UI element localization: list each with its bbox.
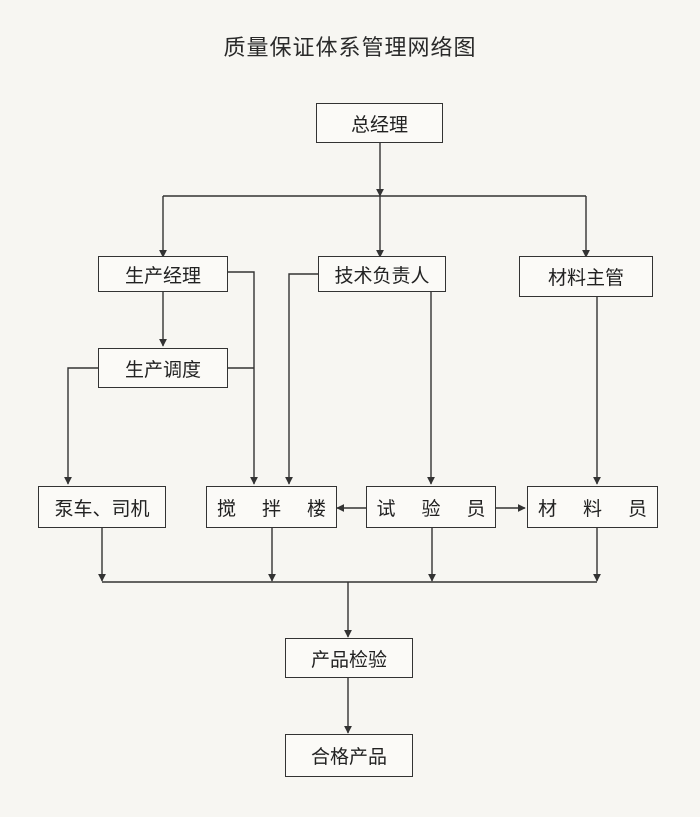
materials-clerk-box: 材 料 员 bbox=[527, 486, 658, 528]
technical-lead-box: 技术负责人 bbox=[318, 256, 446, 292]
technical-lead-to-mixing-plant-arrow bbox=[285, 273, 318, 485]
diagram-title: 质量保证体系管理网络图 bbox=[223, 36, 477, 61]
pump-driver-box: 泵车、司机 bbox=[38, 486, 166, 528]
materials-supervisor-box: 材料主管 bbox=[519, 256, 653, 297]
mixing-plant-box: 搅 拌 楼 bbox=[206, 486, 337, 528]
tester-box: 试 验 员 bbox=[366, 486, 496, 528]
product-inspection-box: 产品检验 bbox=[285, 638, 413, 678]
general-manager-box: 总经理 bbox=[316, 103, 443, 143]
production-manager-to-mixing-plant-arrow bbox=[228, 271, 258, 485]
qualified-product-box: 合格产品 bbox=[285, 734, 413, 777]
production-manager-box: 生产经理 bbox=[98, 256, 228, 292]
production-dispatch-box: 生产调度 bbox=[98, 348, 228, 388]
dispatch-to-pump-driver-arrow bbox=[64, 367, 98, 485]
